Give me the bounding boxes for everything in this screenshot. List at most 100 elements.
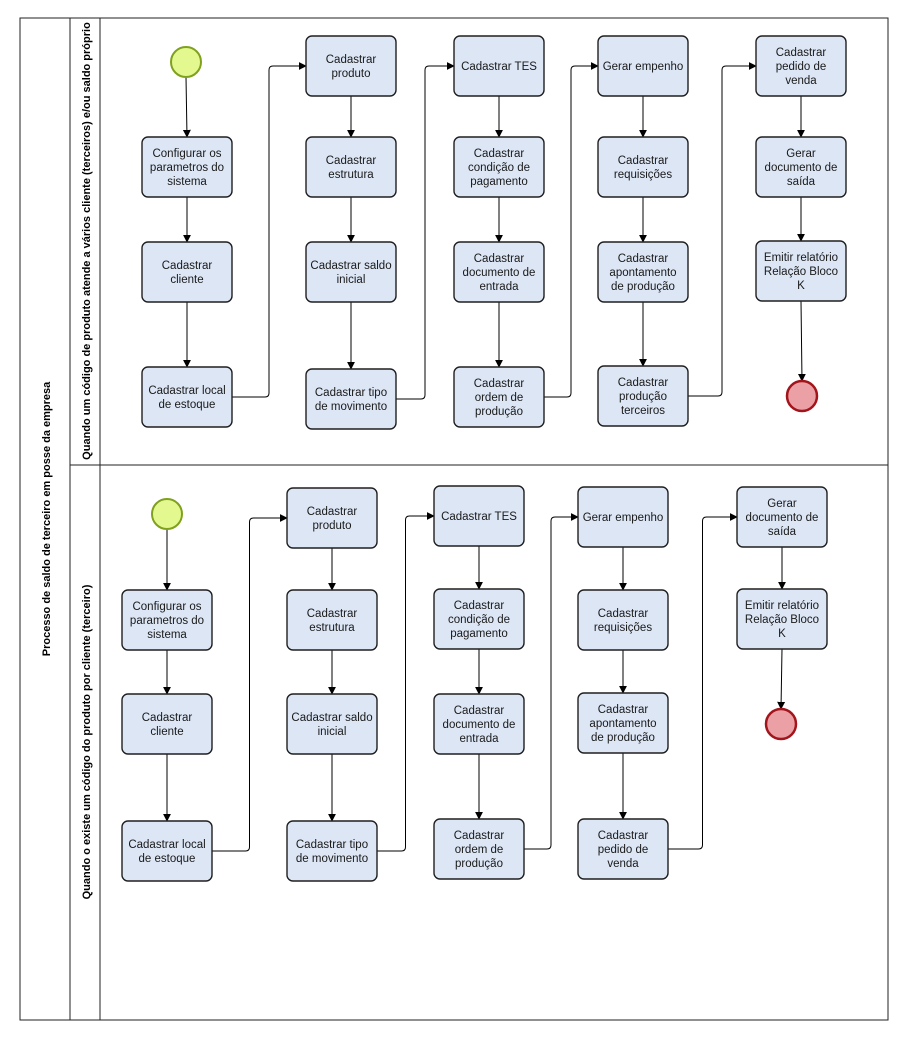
task-box[interactable]: Cadastrar TES [453,35,545,97]
task-label: apontamento [589,718,656,730]
task-box[interactable]: Gerar empenho [597,35,689,97]
task-label: Relação Bloco [764,266,838,278]
task-label: de movimento [296,853,368,865]
task-label: Cadastrar [598,608,649,620]
pool-border [19,17,889,1021]
sequence-flow [212,514,288,852]
task-shape [453,366,545,428]
task-label: Cadastrar [598,830,649,842]
sequence-flow [377,512,435,852]
task-label: sistema [167,176,207,188]
task-shape [141,366,233,428]
pool-title: Processo de saldo de terceiro em posse d… [41,381,53,656]
task-label: entrada [479,281,519,293]
task-shape [597,35,689,97]
task-shape [755,240,847,302]
task-label: venda [607,858,639,870]
sequence-flow [544,62,599,398]
sequence-flow [797,300,806,382]
task-label: Cadastrar [454,705,505,717]
task-shape [121,589,213,651]
end-event [764,707,798,741]
task-box[interactable]: Cadastrar TES [433,485,525,547]
task-label: Cadastrar saldo [310,260,391,272]
task-label: produção [619,391,667,403]
task-label: Cadastrar saldo [291,712,372,724]
task-box[interactable]: Gerar empenho [577,486,669,548]
task-shape [286,487,378,549]
task-shape [597,136,689,198]
task-label: Gerar empenho [583,512,664,524]
task-label: Cadastrar [307,608,358,620]
task-shape [121,693,213,755]
task-label: Cadastrar tipo [315,387,387,399]
task-label: documento de [443,719,516,731]
task-box[interactable]: Cadastrar tipo de movimento [286,820,378,882]
task-label: produto [312,520,351,532]
task-label: de produção [611,281,675,293]
task-shape [755,136,847,198]
task-label: apontamento [609,267,676,279]
sequence-flow [182,76,191,138]
task-shape [577,589,669,651]
task-label: pagamento [470,176,528,188]
task-label: Cadastrar [474,148,525,160]
task-shape [597,365,689,427]
task-label: Cadastrar [598,704,649,716]
task-shape [305,136,397,198]
task-label: documento de [463,267,536,279]
task-shape [453,241,545,303]
task-shape [305,368,397,430]
task-shape [577,486,669,548]
task-label: ordem de [475,392,524,404]
task-label: pedido de [776,61,827,73]
task-label: condição de [448,614,510,626]
sequence-flow [688,62,757,397]
task-label: Cadastrar tipo [296,839,368,851]
task-label: Cadastrar [474,378,525,390]
task-label: saída [768,526,797,538]
sequence-flow [396,62,455,400]
task-label: Cadastrar [326,54,377,66]
task-label: saída [787,176,816,188]
start-event [170,46,202,78]
task-label: requisições [614,169,672,181]
sequence-flow [668,513,738,850]
task-shape [736,588,828,650]
task-label: Relação Bloco [745,614,819,626]
task-label: Emitir relatório [764,252,838,264]
task-label: terceiros [621,405,665,417]
task-shape [736,486,828,548]
